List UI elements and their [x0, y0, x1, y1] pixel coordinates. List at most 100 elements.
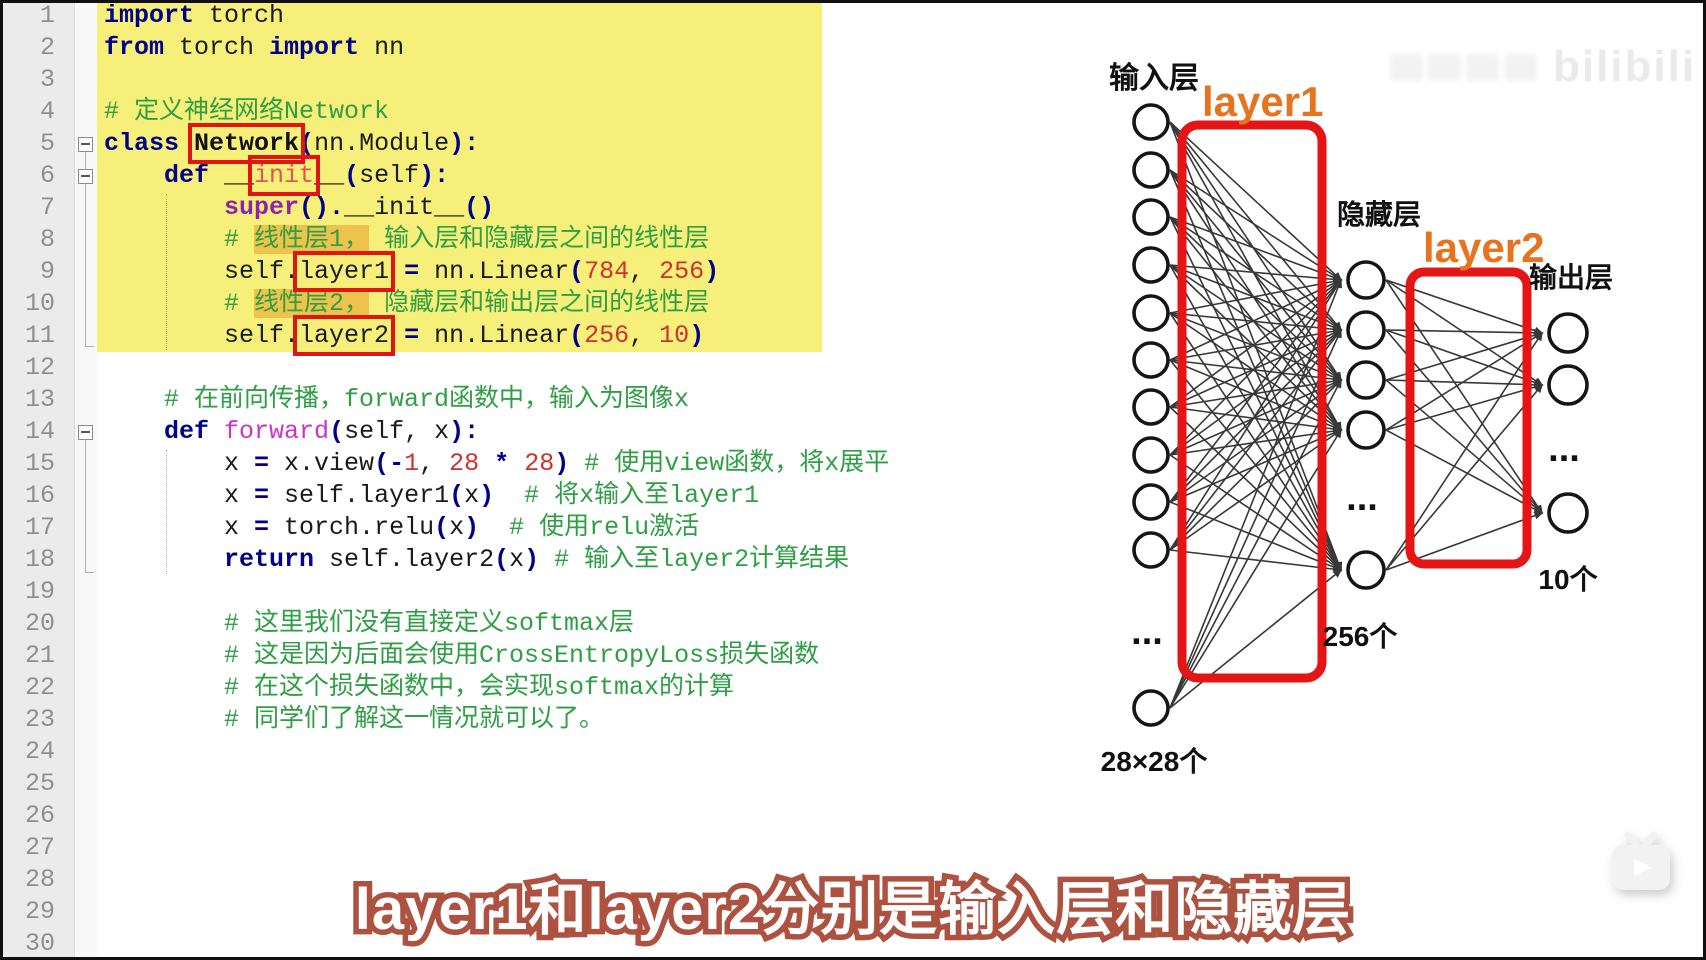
output-node: [1547, 312, 1589, 354]
code-token: (: [299, 129, 315, 158]
code-line: super().__init__(): [97, 192, 1706, 224]
code-token: [209, 417, 224, 446]
code-line: # 在前向传播，forward函数中，输入为图像x: [97, 384, 1706, 416]
code-token: 28: [524, 449, 555, 478]
layer2-box: [1405, 267, 1532, 569]
code-token: ):: [449, 129, 480, 158]
code-token: self: [359, 161, 420, 190]
code-token: torch.relu: [269, 513, 435, 542]
code-token: #: [224, 289, 255, 318]
code-token: ): [464, 513, 480, 542]
code-token: forward: [224, 417, 330, 446]
code-token: [104, 609, 224, 638]
code-token: return: [224, 545, 315, 574]
input-node: [1132, 198, 1170, 236]
code-token: nn: [359, 33, 405, 62]
line-number: 5: [39, 129, 55, 158]
output-node: [1547, 364, 1589, 406]
code-line: x = self.layer1(x) # 将x输入至layer1: [97, 480, 1706, 512]
annotation-boxed-token: Network: [188, 123, 306, 164]
code-token: (: [494, 545, 510, 574]
fold-marker-forward[interactable]: [78, 425, 93, 440]
code-token: # 使用view函数，将x展平: [584, 449, 890, 478]
code-token: 输入层和隐藏层之间的线性层: [369, 225, 710, 254]
input-node: [1132, 531, 1170, 569]
line-number: 8: [39, 225, 55, 254]
code-highlight-block: [97, 0, 822, 352]
code-token: import: [269, 33, 360, 62]
code-token: ,: [419, 449, 450, 478]
code-token: ):: [449, 417, 480, 446]
code-token: =: [254, 513, 270, 542]
output-node: [1547, 492, 1589, 534]
code-token: =: [404, 321, 420, 350]
input-node: [1132, 246, 1170, 284]
code-token: [539, 545, 554, 574]
code-line: # 线性层1， 输入层和隐藏层之间的线性层: [97, 224, 1706, 256]
fold-strip: [75, 0, 97, 960]
hidden-count-label: 256个: [1323, 621, 1399, 652]
code-line: # 这里我们没有直接定义softmax层: [97, 608, 1706, 640]
indent-guide: [166, 194, 167, 350]
code-line: # 在这个损失函数中，会实现softmax的计算: [97, 672, 1706, 704]
code-token: #: [224, 225, 255, 254]
line-number: 6: [39, 161, 55, 190]
code-token: x: [449, 513, 465, 542]
code-token: ):: [419, 161, 450, 190]
line-number: 4: [39, 97, 55, 126]
code-token: ,: [629, 257, 660, 286]
annotation-boxed-token: layer1: [293, 251, 396, 292]
input-layer-label: 输入层: [1109, 62, 1199, 95]
code-token: [104, 161, 164, 190]
code-token: nn.Module: [314, 129, 450, 158]
network-nodes: [1132, 103, 1589, 727]
watermark-blur-blocks: [1390, 53, 1537, 81]
layer-annotation-boxes: [1177, 120, 1532, 683]
network-diagram: .........输入层隐藏层输出层layer1layer228×28个256个…: [1101, 62, 1613, 777]
bilibili-tv-icon: [1612, 831, 1670, 890]
input-ellipsis: ...: [1131, 611, 1163, 653]
hidden-node: [1346, 310, 1386, 350]
line-number: 26: [24, 801, 55, 830]
line-number: 22: [24, 673, 55, 702]
code-token: # 同学们了解这一情况就可以了。: [224, 705, 605, 734]
code-token: ): [524, 545, 540, 574]
code-token: self.: [104, 257, 300, 286]
line-number: 17: [24, 513, 55, 542]
code-token: [104, 193, 224, 222]
code-token: 256: [584, 321, 630, 350]
input-node: [1132, 689, 1170, 727]
line-number: 3: [39, 65, 55, 94]
code-token: 28: [449, 449, 480, 478]
fold-marker-init[interactable]: [78, 169, 93, 184]
fold-guide-end: [85, 572, 94, 573]
line-number: 13: [24, 385, 55, 414]
fold-marker-class[interactable]: [78, 137, 93, 152]
bilibili-watermark: bilibili: [1390, 42, 1696, 92]
line-number: 23: [24, 705, 55, 734]
code-token: [104, 385, 164, 414]
code-token: [494, 481, 524, 510]
code-token: (): [464, 193, 495, 222]
code-line: # 定义神经网络Network: [97, 96, 1706, 128]
code-token: # 使用relu激活: [509, 513, 700, 542]
line-number: 28: [24, 865, 55, 894]
line-number: 12: [24, 353, 55, 382]
code-token: [179, 129, 194, 158]
hidden-node: [1346, 360, 1386, 400]
code-token: # 在这个损失函数中，会实现softmax的计算: [224, 673, 735, 702]
layer1-label: layer1: [1202, 78, 1323, 125]
code-token: [479, 513, 509, 542]
line-number: 25: [24, 769, 55, 798]
code-token: [104, 289, 224, 318]
code-token: # 将x输入至layer1: [524, 481, 760, 510]
code-token: def: [164, 161, 210, 190]
input-node: [1132, 103, 1170, 141]
code-line: self.layer1 = nn.Linear(784, 256): [97, 251, 1706, 292]
code-token: 隐藏层和输出层之间的线性层: [369, 289, 710, 318]
code-token: self.: [104, 321, 300, 350]
code-token: (: [344, 161, 360, 190]
code-token: =: [404, 257, 420, 286]
